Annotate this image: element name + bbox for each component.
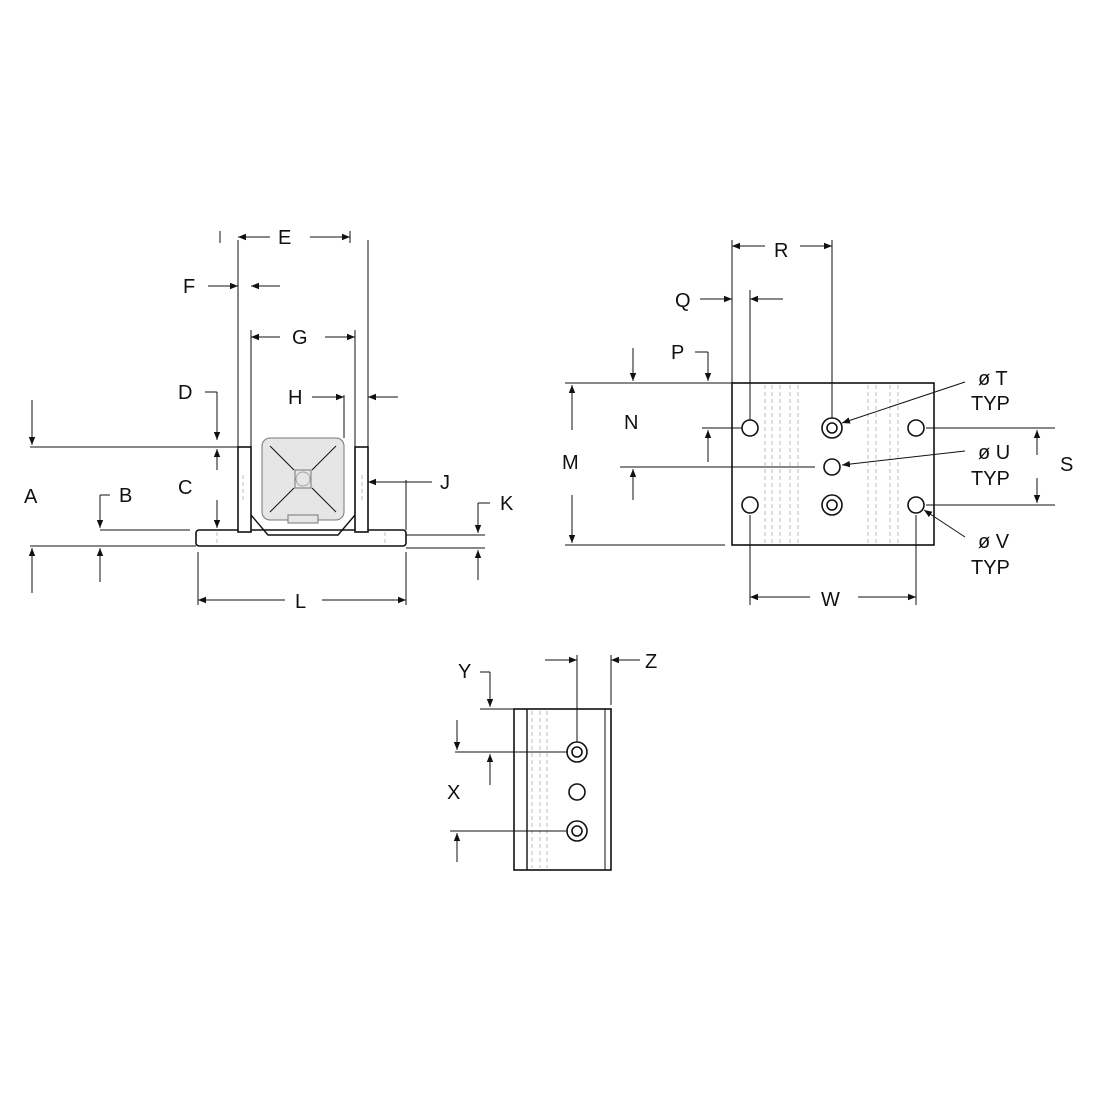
label-Y: Y [458,661,471,683]
front-channel [250,514,356,536]
side-view [450,655,640,871]
front-left-wall [237,446,252,533]
callout-T: ø T [978,368,1008,390]
callout-V-typ: TYP [971,557,1010,579]
label-J: J [440,472,450,494]
label-H: H [288,387,302,409]
label-N: N [624,412,638,434]
label-D: D [178,382,192,404]
callout-V: ø V [978,531,1010,553]
mount-hole [907,419,925,437]
callout-T-typ: TYP [971,393,1010,415]
label-G: G [292,327,308,349]
label-M: M [562,452,579,474]
mount-hole [741,419,759,437]
callout-U-typ: TYP [971,468,1010,490]
label-F: F [183,276,195,298]
front-view [28,231,490,605]
label-Z: Z [645,651,657,673]
mount-hole [741,496,759,514]
center-hole [823,458,841,476]
label-K: K [500,493,514,515]
label-P: P [671,342,684,364]
extrusion-profile [261,437,345,524]
dimension-labels: E F G D H C J A B K L R Q P N M S W ø T … [24,227,1073,804]
label-A: A [24,486,38,508]
label-L: L [295,591,306,613]
callout-U: ø U [978,442,1010,464]
center-hole [568,783,586,801]
label-Q: Q [675,290,691,312]
label-S: S [1060,454,1073,476]
mount-hole [907,496,925,514]
top-view [565,240,1055,605]
label-W: W [821,589,840,611]
label-X: X [447,782,460,804]
side-plate [513,708,612,871]
label-C: C [178,477,192,499]
label-R: R [774,240,788,262]
label-E: E [278,227,291,249]
label-B: B [119,485,132,507]
front-base-plate [195,529,407,547]
